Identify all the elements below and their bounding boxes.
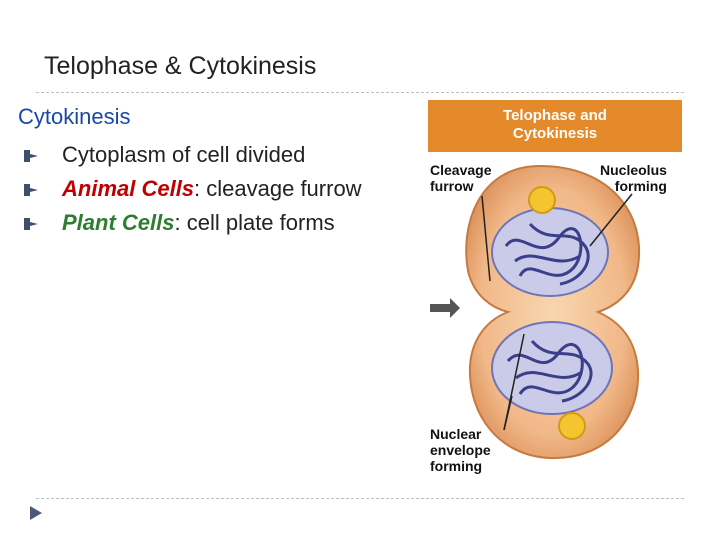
figure-banner: Telophase and Cytokinesis (428, 100, 682, 152)
envelope-leader-2 (503, 395, 513, 431)
slide-nav-arrow-icon[interactable] (30, 506, 42, 520)
bullet-text: Plant Cells: cell plate forms (62, 208, 335, 238)
label-envelope-line1: Nuclear (430, 426, 482, 442)
label-envelope-line2: envelope (430, 442, 491, 458)
plant-cells-emphasis: Plant Cells (62, 210, 175, 235)
bullet-arrow-icon (24, 184, 38, 196)
slide-title: Telophase & Cytokinesis (44, 52, 317, 80)
bullet-arrow-icon (24, 150, 38, 162)
label-nucleolus-forming: Nucleolus forming (600, 162, 667, 194)
title-divider (36, 92, 684, 93)
cleavage-leader (481, 195, 491, 282)
bullet-item-cytoplasm: Cytoplasm of cell divided (24, 140, 424, 174)
label-cleavage-line2: furrow (430, 178, 474, 194)
footer-divider (36, 498, 684, 499)
label-nuclear-envelope: Nuclear envelope forming (430, 426, 491, 474)
bullet-list: Cytoplasm of cell divided Animal Cells: … (24, 140, 424, 242)
telophase-figure: Telophase and Cytokinesis Cleava (420, 96, 690, 488)
bullet-text-rest: Cytoplasm of cell divided (62, 142, 306, 167)
animal-cells-emphasis: Animal Cells (62, 176, 195, 201)
label-nucleolus-line1: Nucleolus (600, 162, 667, 178)
upper-chromatin (504, 222, 590, 286)
nucleolus-leader (589, 193, 633, 247)
label-cleavage-line1: Cleavage (430, 162, 492, 178)
bullet-text: Animal Cells: cleavage furrow (62, 174, 362, 204)
section-heading: Cytokinesis (18, 104, 131, 129)
label-nucleolus-line2: forming (614, 178, 667, 194)
label-cleavage-furrow: Cleavage furrow (430, 162, 491, 194)
banner-line-1: Telophase and (503, 107, 607, 124)
upper-nucleus (491, 207, 609, 297)
dividing-cell-illustration (430, 164, 641, 460)
banner-line-2: Cytokinesis (512, 125, 598, 142)
bullet-text-rest: : cleavage furrow (194, 176, 362, 201)
bullet-item-plant: Plant Cells: cell plate forms (24, 208, 424, 242)
bullet-text-rest: : cell plate forms (174, 210, 335, 235)
label-envelope-line3: forming (430, 458, 483, 474)
lower-chromatin (506, 339, 593, 403)
bullet-arrow-icon (24, 218, 38, 230)
figure-pointer-arrow (430, 298, 460, 318)
lower-centrosome (558, 412, 586, 440)
bullet-item-animal: Animal Cells: cleavage furrow (24, 174, 424, 208)
bullet-text: Cytoplasm of cell divided (62, 140, 305, 170)
upper-centrosome (528, 186, 556, 214)
